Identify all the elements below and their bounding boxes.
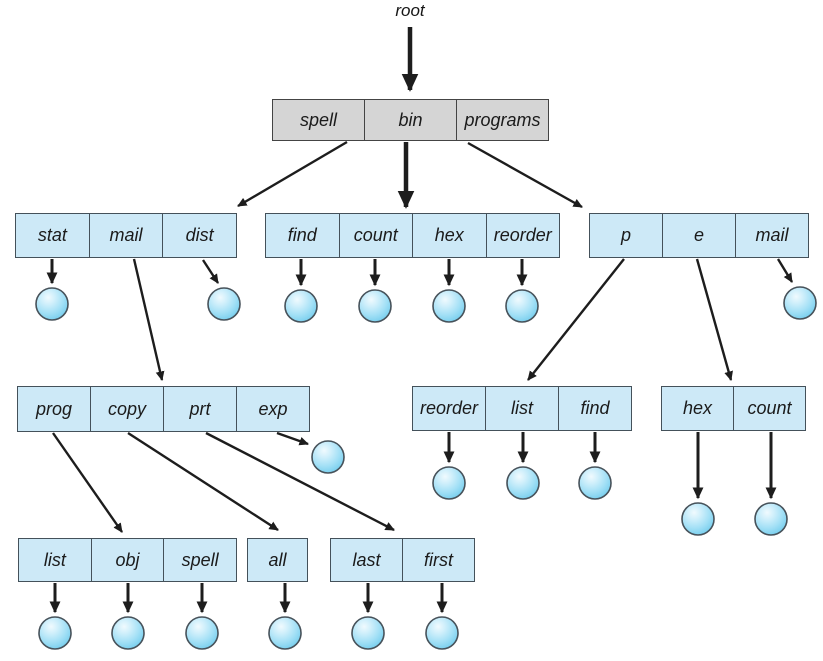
dir-box-prt: last first — [330, 538, 475, 582]
edge-mail-right-file — [776, 258, 794, 283]
dir-box-programs: p e mail — [589, 213, 809, 258]
file-circle-spell3 — [185, 616, 219, 650]
file-circle-stat — [35, 287, 69, 321]
dir-box-mail: prog copy prt exp — [17, 386, 310, 432]
edge-mail-prog-box — [132, 258, 165, 381]
file-circle-list3 — [38, 616, 72, 650]
file-circle-find2 — [578, 466, 612, 500]
dir-cell-mail-right: mail — [735, 214, 808, 257]
dir-cell-dist: dist — [162, 214, 236, 257]
dir-cell-obj: obj — [90, 539, 164, 581]
file-circle-list2 — [506, 466, 540, 500]
dir-cell-bin: bin — [364, 100, 456, 140]
dir-cell-last: last — [352, 549, 381, 570]
dir-cell-reorder: reorder — [485, 214, 560, 257]
dir-cell-p: p — [620, 225, 631, 245]
file-circle-hex2 — [681, 502, 715, 536]
dir-cell-list3: list — [43, 549, 66, 570]
dir-cell-list2: list — [485, 387, 558, 430]
dir-cell-e: e — [662, 214, 735, 257]
dir-box-e: hex count — [661, 386, 806, 431]
dir-box-root: spell bin programs — [272, 99, 549, 141]
dir-cell-find: find — [287, 225, 317, 245]
dir-box-spell: stat mail dist — [15, 213, 237, 258]
root-directory-label: root — [395, 1, 425, 20]
dir-cell-all: all — [268, 549, 287, 570]
file-circle-count2 — [754, 502, 788, 536]
edge-exp-file — [276, 431, 309, 446]
dir-cell-spell3: spell — [163, 539, 236, 581]
dir-cell-count: count — [338, 214, 413, 257]
dir-cell-hex2: hex — [682, 398, 713, 418]
file-circle-mail-right — [783, 286, 817, 320]
file-circle-obj — [111, 616, 145, 650]
edge-programs-box — [467, 141, 583, 209]
file-circle-hex — [432, 289, 466, 323]
dir-box-p: reorder list find — [412, 386, 632, 431]
dir-cell-stat: stat — [37, 225, 67, 245]
file-circle-exp — [311, 440, 345, 474]
file-circle-dist — [207, 287, 241, 321]
edge-e-box — [695, 258, 733, 381]
dir-cell-exp: exp — [236, 387, 309, 431]
dir-cell-first: first — [402, 539, 474, 581]
dir-cell-copy: copy — [90, 387, 163, 431]
dir-cell-prt: prt — [163, 387, 236, 431]
file-circle-last — [351, 616, 385, 650]
dir-cell-count2: count — [733, 387, 805, 430]
edge-p-box — [527, 258, 625, 381]
dir-cell-spell: spell — [299, 109, 338, 130]
dir-cell-prog: prog — [35, 398, 73, 419]
file-circle-reorder — [505, 289, 539, 323]
edge-copy-box — [127, 431, 279, 532]
dir-cell-mail: mail — [88, 214, 163, 257]
dir-cell-programs: programs — [456, 100, 548, 140]
dir-box-prog: list obj spell — [18, 538, 237, 582]
file-circle-count — [358, 289, 392, 323]
edge-dist-file — [201, 259, 220, 284]
edge-prog-box — [52, 432, 123, 533]
dir-cell-find2: find — [558, 387, 631, 430]
file-circle-all — [268, 616, 302, 650]
dir-cell-hex: hex — [412, 214, 486, 257]
file-circle-find — [284, 289, 318, 323]
edge-prt-box — [205, 431, 395, 532]
file-circle-reorder2 — [432, 466, 466, 500]
dir-cell-reorder2: reorder — [419, 398, 479, 418]
file-circle-first — [425, 616, 459, 650]
dir-box-bin: find count hex reorder — [265, 213, 560, 258]
dir-box-copy: all — [247, 538, 308, 582]
edge-spell-box — [237, 140, 348, 208]
